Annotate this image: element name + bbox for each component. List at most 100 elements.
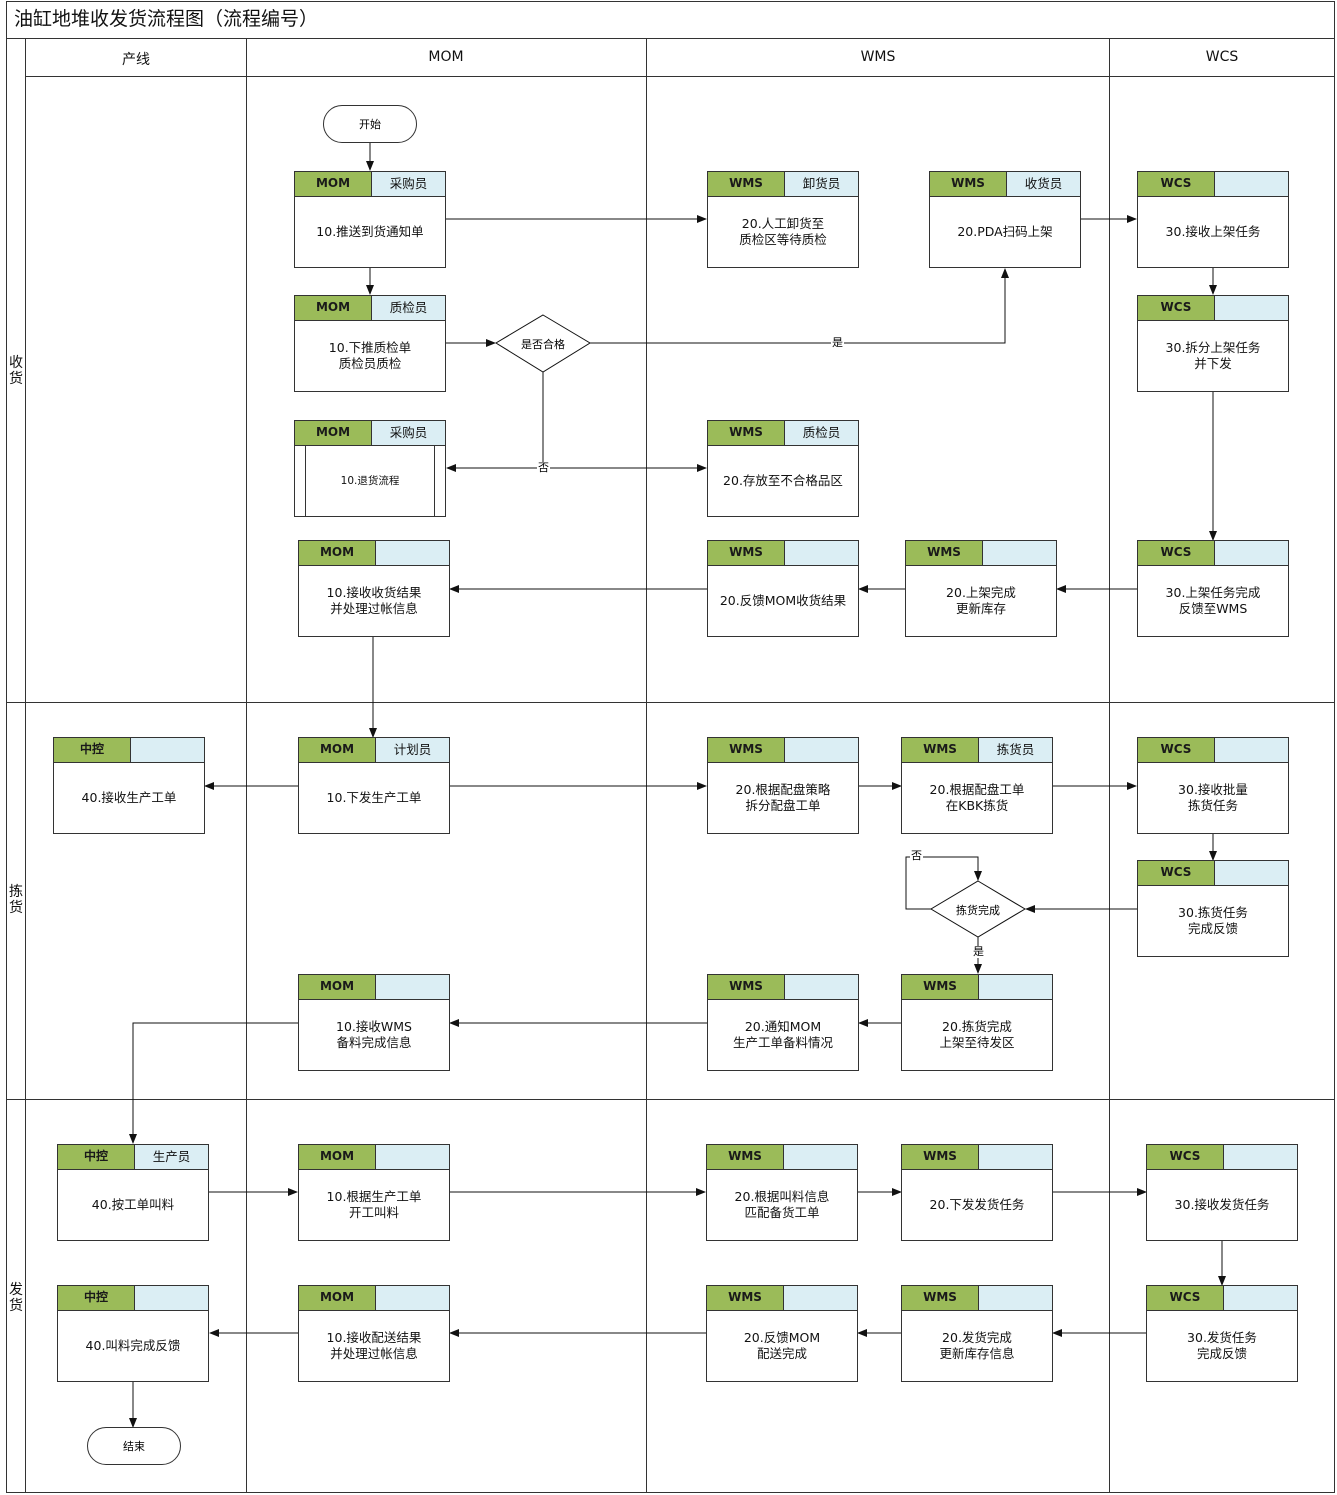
step-receive-delivery-result: MOM 10.接收配送结果 并处理过帐信息 — [298, 1285, 450, 1382]
role-label — [376, 975, 449, 999]
system-tag: 中控 — [58, 1145, 135, 1169]
system-tag: WCS — [1147, 1286, 1224, 1310]
step-text: 20.发货完成 更新库存信息 — [939, 1329, 1015, 1361]
system-tag: MOM — [299, 541, 376, 565]
step-pick-done-to-staging: WMS 20.拣货完成 上架至待发区 — [901, 974, 1053, 1071]
role-label: 质检员 — [785, 421, 858, 445]
system-tag: WMS — [902, 738, 979, 762]
step-start-call-material: MOM 10.根据生产工单 开工叫料 — [298, 1144, 450, 1241]
system-tag: WCS — [1138, 861, 1215, 885]
role-label — [785, 975, 858, 999]
edge-label-pick-no: 否 — [910, 849, 923, 862]
step-issue-ship-task: WMS 20.下发发货任务 — [901, 1144, 1053, 1241]
role-label: 采购员 — [372, 172, 445, 196]
role-label — [1215, 296, 1288, 320]
lane-header-mom: MOM — [428, 49, 464, 65]
subprocess-bar-left — [305, 445, 306, 516]
role-label — [1215, 172, 1288, 196]
role-label — [131, 738, 204, 762]
step-text: 10.退货流程 — [340, 474, 400, 487]
step-text: 20.反馈MOM 配送完成 — [743, 1329, 821, 1361]
step-text: 30.发货任务 完成反馈 — [1187, 1329, 1257, 1361]
step-text: 30.接收批量 拣货任务 — [1178, 781, 1248, 813]
system-tag: WMS — [902, 975, 979, 999]
system-tag: WCS — [1138, 541, 1215, 565]
step-feedback-delivery-done: WMS 20.反馈MOM 配送完成 — [706, 1285, 858, 1382]
phase-label-shipping: 发货 — [9, 1282, 23, 1314]
step-text: 40.按工单叫料 — [91, 1196, 175, 1212]
system-tag: MOM — [295, 421, 372, 445]
role-label — [376, 1145, 449, 1169]
role-label — [784, 1286, 857, 1310]
step-text: 20.存放至不合格品区 — [723, 472, 843, 488]
system-tag: WMS — [708, 541, 785, 565]
page-title: 油缸地堆收发货流程图（流程编号） — [14, 8, 319, 30]
step-receive-receipt-result: MOM 10.接收收货结果 并处理过帐信息 — [298, 540, 450, 637]
role-label: 质检员 — [372, 296, 445, 320]
step-text: 10.推送到货通知单 — [316, 223, 424, 239]
system-tag: WMS — [708, 172, 785, 196]
step-call-material: 中控生产员 40.按工单叫料 — [57, 1144, 209, 1241]
step-text: 30.接收上架任务 — [1165, 223, 1261, 239]
step-text: 10.根据生产工单 开工叫料 — [326, 1188, 422, 1220]
step-text: 10.下推质检单 质检员质检 — [328, 339, 412, 371]
role-label — [784, 1145, 857, 1169]
role-label: 采购员 — [372, 421, 445, 445]
role-label — [1224, 1286, 1297, 1310]
step-text: 20.拣货完成 上架至待发区 — [939, 1018, 1015, 1050]
step-ship-done-update-stock: WMS 20.发货完成 更新库存信息 — [901, 1285, 1053, 1382]
role-label: 收货员 — [1007, 172, 1080, 196]
system-tag: WCS — [1138, 296, 1215, 320]
step-text: 20.下发发货任务 — [929, 1196, 1025, 1212]
role-label — [979, 975, 1052, 999]
system-tag: MOM — [299, 1145, 376, 1169]
step-match-stock-order: WMS 20.根据叫料信息 匹配备货工单 — [706, 1144, 858, 1241]
step-receive-production-order: 中控 40.接收生产工单 — [53, 737, 205, 834]
step-text: 20.根据配盘策略 拆分配盘工单 — [735, 781, 831, 813]
system-tag: MOM — [295, 172, 372, 196]
system-tag: 中控 — [58, 1286, 135, 1310]
step-receive-wms-ready-info: MOM 10.接收WMS 备料完成信息 — [298, 974, 450, 1071]
role-label — [376, 541, 449, 565]
step-receive-ship-task: WCS 30.接收发货任务 — [1146, 1144, 1298, 1241]
role-label: 拣货员 — [979, 738, 1052, 762]
step-text: 20.根据叫料信息 匹配备货工单 — [734, 1188, 830, 1220]
end-terminal: 结束 — [87, 1427, 181, 1465]
system-tag: WCS — [1147, 1145, 1224, 1169]
role-label — [785, 738, 858, 762]
system-tag: MOM — [295, 296, 372, 320]
system-tag: MOM — [299, 738, 376, 762]
system-tag: WMS — [906, 541, 983, 565]
step-text: 20.通知MOM 生产工单备料情况 — [732, 1018, 833, 1050]
decision-qc-label: 是否合格 — [521, 338, 565, 351]
role-label — [1215, 861, 1288, 885]
system-tag: WMS — [707, 1286, 784, 1310]
role-label — [979, 1286, 1052, 1310]
system-tag: 中控 — [54, 738, 131, 762]
subprocess-bar-right — [434, 445, 435, 516]
system-tag: WMS — [930, 172, 1007, 196]
edge-label-qc-no: 否 — [537, 461, 550, 474]
step-text: 10.接收WMS 备料完成信息 — [336, 1018, 412, 1050]
step-pick-task-feedback: WCS 30.拣货任务 完成反馈 — [1137, 860, 1289, 957]
system-tag: WMS — [708, 975, 785, 999]
step-text: 40.叫料完成反馈 — [85, 1337, 181, 1353]
step-text: 20.PDA扫码上架 — [957, 223, 1053, 239]
role-label — [1224, 1145, 1297, 1169]
step-feedback-receipt-result: WMS 20.反馈MOM收货结果 — [707, 540, 859, 637]
step-text: 20.上架完成 更新库存 — [946, 584, 1016, 616]
phase-label-receiving: 收货 — [9, 355, 23, 387]
system-tag: MOM — [299, 975, 376, 999]
step-text: 30.接收发货任务 — [1174, 1196, 1270, 1212]
step-text: 10.接收收货结果 并处理过帐信息 — [326, 584, 422, 616]
step-text: 20.人工卸货至 质检区等待质检 — [739, 215, 827, 247]
lane-header-wms: WMS — [860, 49, 896, 65]
role-label — [785, 541, 858, 565]
role-label — [135, 1286, 208, 1310]
